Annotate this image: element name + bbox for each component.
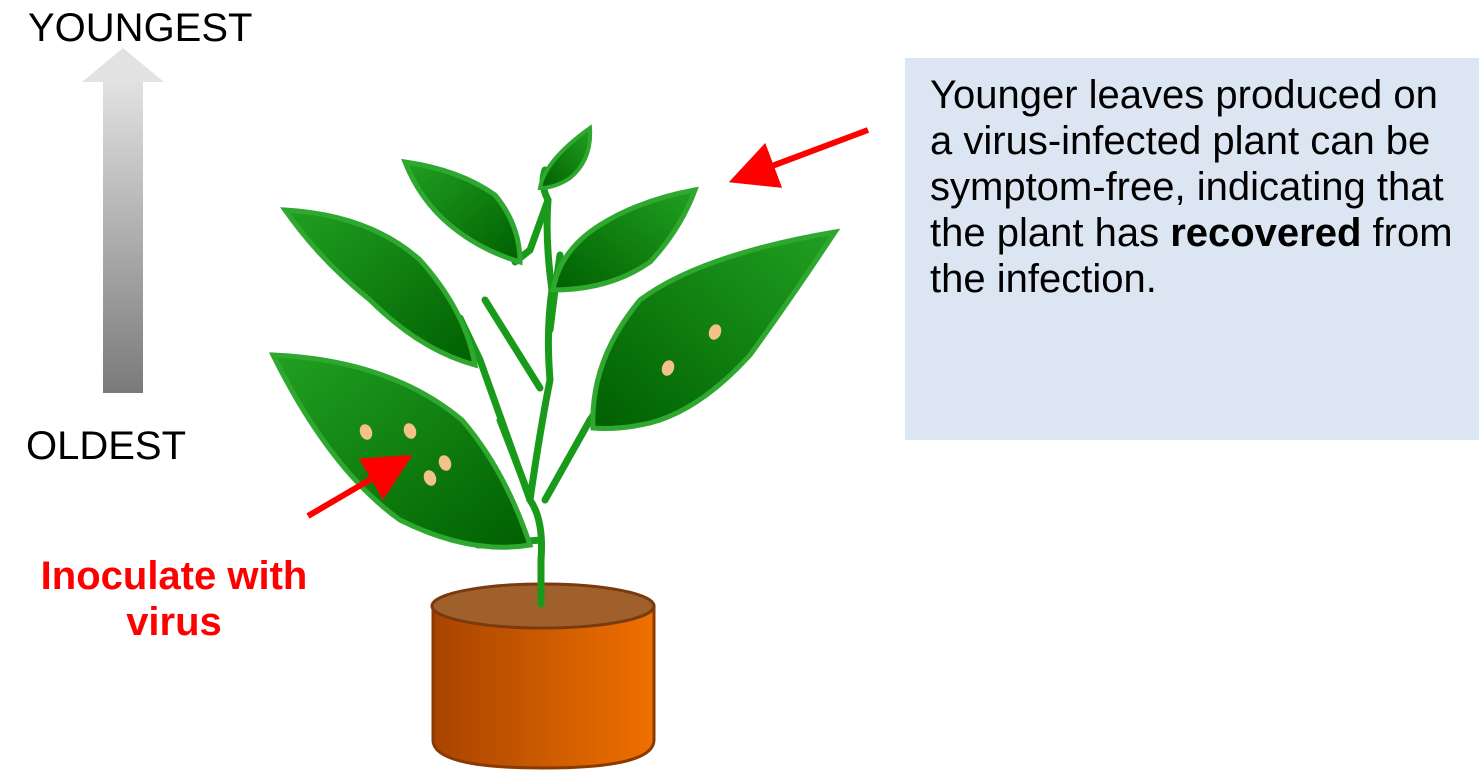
leaf-upper-left <box>285 210 475 365</box>
leaf-top-left <box>405 162 520 262</box>
leaf-top-bud <box>540 128 590 188</box>
flower-pot <box>432 584 654 768</box>
leaf-top-right <box>553 190 695 290</box>
young-leaf-arrow <box>740 130 868 178</box>
age-arrow <box>82 48 164 393</box>
